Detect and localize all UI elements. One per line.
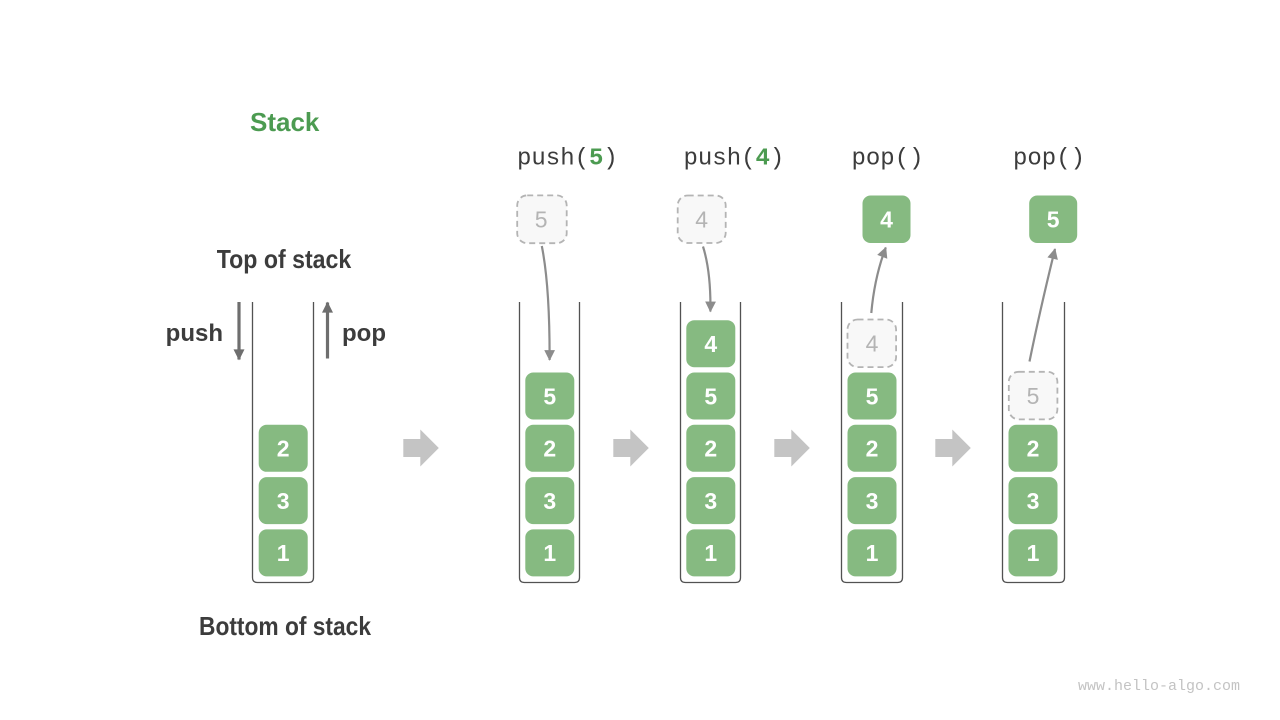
svg-text:push(4): push(4) <box>684 146 785 173</box>
svg-text:1: 1 <box>543 540 556 566</box>
svg-text:4: 4 <box>695 207 708 233</box>
svg-text:2: 2 <box>543 436 556 462</box>
svg-text:push: push <box>166 320 223 347</box>
svg-text:Stack: Stack <box>250 107 320 137</box>
svg-text:3: 3 <box>704 488 717 514</box>
svg-text:5: 5 <box>1027 383 1040 409</box>
svg-text:1: 1 <box>866 540 879 566</box>
svg-text:4: 4 <box>704 331 717 357</box>
svg-text:pop: pop <box>342 320 386 347</box>
svg-text:5: 5 <box>1047 207 1060 233</box>
svg-text:Bottom of stack: Bottom of stack <box>199 611 371 641</box>
svg-text:3: 3 <box>543 488 556 514</box>
svg-text:5: 5 <box>543 383 556 409</box>
svg-text:3: 3 <box>1027 488 1040 514</box>
svg-text:www.hello-algo.com: www.hello-algo.com <box>1078 678 1240 695</box>
svg-text:2: 2 <box>277 436 290 462</box>
svg-text:Top of stack: Top of stack <box>217 244 352 274</box>
svg-text:1: 1 <box>277 540 290 566</box>
svg-text:5: 5 <box>866 383 879 409</box>
svg-text:3: 3 <box>277 488 290 514</box>
svg-text:5: 5 <box>535 207 548 233</box>
svg-text:3: 3 <box>866 488 879 514</box>
svg-text:push(5): push(5) <box>517 146 618 173</box>
svg-text:4: 4 <box>866 331 879 357</box>
svg-text:pop(): pop() <box>1013 146 1085 173</box>
svg-text:1: 1 <box>1027 540 1040 566</box>
svg-text:2: 2 <box>704 436 717 462</box>
svg-text:5: 5 <box>704 383 717 409</box>
svg-text:1: 1 <box>704 540 717 566</box>
svg-text:2: 2 <box>866 436 879 462</box>
svg-text:4: 4 <box>880 207 893 233</box>
svg-text:2: 2 <box>1027 436 1040 462</box>
svg-text:pop(): pop() <box>852 146 924 173</box>
